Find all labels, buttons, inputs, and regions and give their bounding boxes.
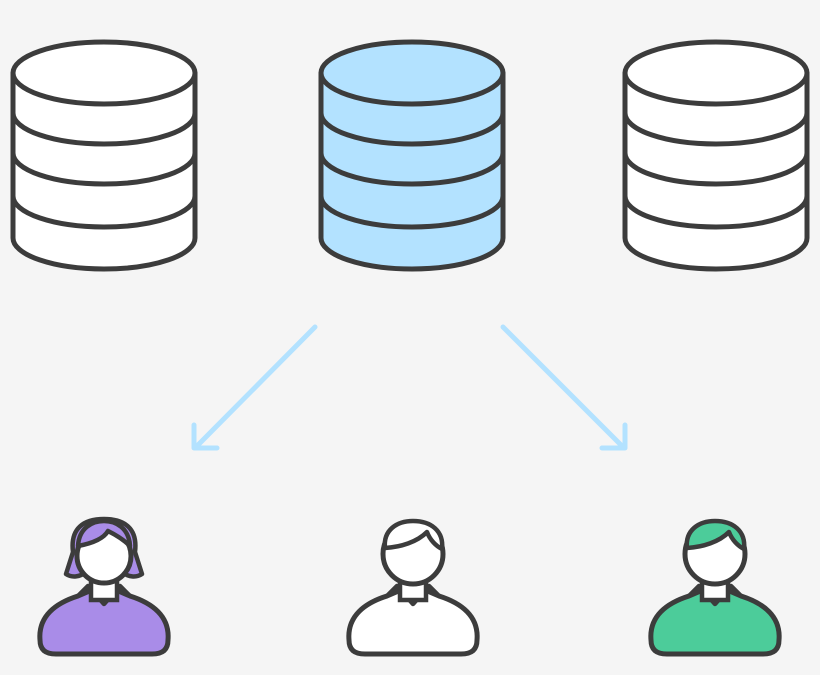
user-hair-fringe	[75, 518, 133, 549]
database-band	[622, 152, 810, 187]
database-band	[318, 152, 506, 187]
database-band	[622, 112, 810, 147]
user-collar	[686, 583, 744, 607]
database-band	[10, 195, 198, 230]
user-shoulders	[648, 587, 782, 657]
user-shoulders	[37, 587, 171, 657]
database-center-icon	[318, 39, 506, 272]
arrow-down-left-icon	[191, 324, 318, 451]
user-collar	[75, 583, 133, 607]
database-top	[10, 39, 198, 107]
database-body	[318, 70, 506, 272]
user-right-icon	[648, 518, 782, 657]
user-collar	[384, 583, 442, 607]
database-top	[318, 39, 506, 107]
database-left-icon	[10, 39, 198, 272]
database-band	[318, 112, 506, 147]
user-middle-icon	[346, 518, 480, 657]
database-body	[622, 70, 810, 272]
database-band	[10, 152, 198, 187]
database-right-icon	[622, 39, 810, 272]
database-band	[318, 195, 506, 230]
user-shoulders	[346, 587, 480, 657]
database-top	[622, 39, 810, 107]
user-hair	[684, 518, 747, 552]
database-band	[622, 195, 810, 230]
database-body	[10, 70, 198, 272]
database-band	[10, 112, 198, 147]
arrow-down-right-icon	[500, 324, 628, 451]
user-hair	[382, 518, 445, 552]
user-left-icon	[37, 516, 171, 657]
